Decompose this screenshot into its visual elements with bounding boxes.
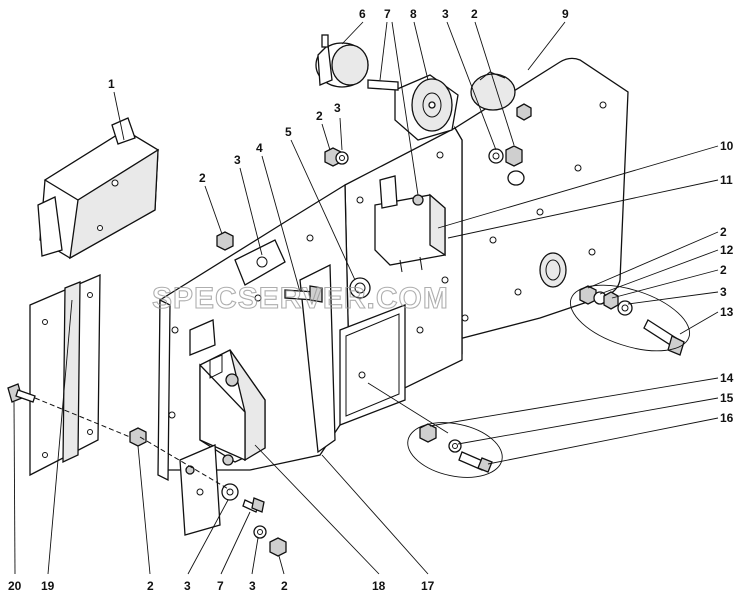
callout-2: 2 — [199, 171, 206, 185]
relay-assembly — [179, 319, 266, 536]
bolt-7-top — [367, 79, 399, 91]
callout-8: 8 — [410, 7, 417, 21]
callout-3: 3 — [234, 153, 241, 167]
buzzer-component — [315, 34, 369, 88]
callout-2: 2 — [316, 109, 323, 123]
callout-10: 10 — [720, 139, 734, 153]
callout-labels: 1 2 3 4 5 2 3 6 7 8 3 2 9 10 11 2 12 2 3… — [8, 7, 734, 593]
callout-20: 20 — [8, 579, 22, 593]
washer-3-bottom-b — [253, 525, 267, 539]
callout-13: 13 — [720, 305, 734, 319]
callout-17: 17 — [421, 579, 435, 593]
callout-3: 3 — [720, 285, 727, 299]
callout-9: 9 — [562, 7, 569, 21]
washer-3-top — [335, 151, 349, 165]
nut-2-bottom-left — [129, 427, 147, 447]
callout-6: 6 — [359, 7, 366, 21]
rear-sensor — [470, 71, 516, 111]
nut-2-bottom — [269, 537, 287, 557]
nut-2-right — [505, 145, 523, 167]
callout-15: 15 — [720, 391, 734, 405]
callout-11: 11 — [720, 173, 733, 187]
washer-15 — [448, 439, 462, 453]
nut-2-left — [216, 231, 234, 251]
small-relay — [374, 175, 446, 273]
callout-5: 5 — [285, 125, 292, 139]
callout-1: 1 — [108, 77, 115, 91]
callout-2: 2 — [720, 263, 727, 277]
switch-component — [37, 117, 160, 260]
assembly-dashed-lines — [34, 397, 231, 491]
nut-2-group-b — [603, 291, 619, 310]
callout-3: 3 — [184, 579, 191, 593]
callout-3: 3 — [442, 7, 449, 21]
group-ring-bottom — [407, 422, 503, 478]
callout-3: 3 — [249, 579, 256, 593]
callout-16: 16 — [720, 411, 734, 425]
leader-lines — [13, 21, 719, 575]
washer-5 — [349, 277, 371, 299]
watermark-text: SPECSERVER.COM — [152, 282, 449, 315]
callout-12: 12 — [720, 243, 734, 257]
callout-2: 2 — [471, 7, 478, 21]
callout-7: 7 — [384, 7, 391, 21]
callout-2: 2 — [147, 579, 154, 593]
washer-3-right — [488, 148, 504, 164]
callout-7: 7 — [217, 579, 224, 593]
callout-14: 14 — [720, 371, 734, 385]
callout-4: 4 — [256, 141, 263, 155]
fasteners — [7, 79, 691, 557]
callout-19: 19 — [41, 579, 55, 593]
callout-2: 2 — [720, 225, 727, 239]
sensor-component — [394, 74, 459, 141]
washer-3-group — [617, 300, 633, 316]
nut-14 — [419, 423, 437, 443]
callout-2: 2 — [281, 579, 288, 593]
callout-3: 3 — [334, 101, 341, 115]
callout-18: 18 — [372, 579, 386, 593]
